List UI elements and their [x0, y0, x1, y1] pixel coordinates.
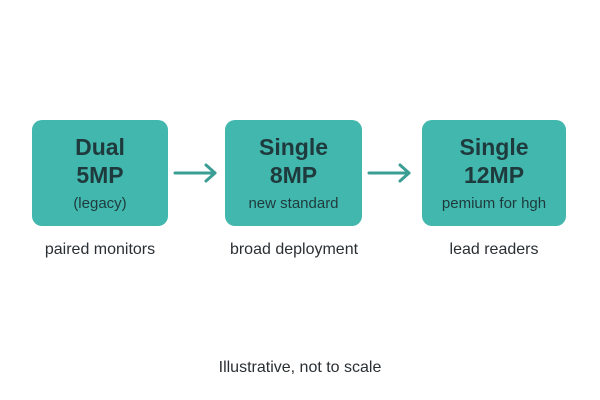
stage-title-line1: Single — [258, 134, 328, 160]
stage-caption-broad-deployment: broad deployment — [229, 241, 359, 258]
stage-title-line2: 12MP — [463, 162, 525, 188]
stage-caption-paired-monitors: paired monitors — [44, 241, 156, 258]
stage-title-line1: Single — [459, 134, 529, 160]
right-arrow-icon — [367, 163, 411, 183]
footnote: Illustrative, not to scale — [218, 359, 382, 376]
stage-box-single-8mp: Single 8MP new standard — [225, 120, 362, 226]
stage-subtitle: new standard — [248, 195, 339, 212]
stage-title-line1: Dual — [75, 134, 125, 160]
stage-subtitle: pemium for hgh — [441, 195, 547, 212]
stage-subtitle: (legacy) — [73, 195, 127, 212]
stage-title-line2: 5MP — [76, 162, 124, 188]
right-arrow-icon — [173, 163, 217, 183]
stage-box-dual-5mp: Dual 5MP (legacy) — [32, 120, 168, 226]
stage-box-single-12mp: Single 12MP pemium for hgh — [422, 120, 566, 226]
stage-caption-lead-readers: lead readers — [449, 241, 539, 258]
stage-title-line2: 8MP — [269, 162, 318, 188]
